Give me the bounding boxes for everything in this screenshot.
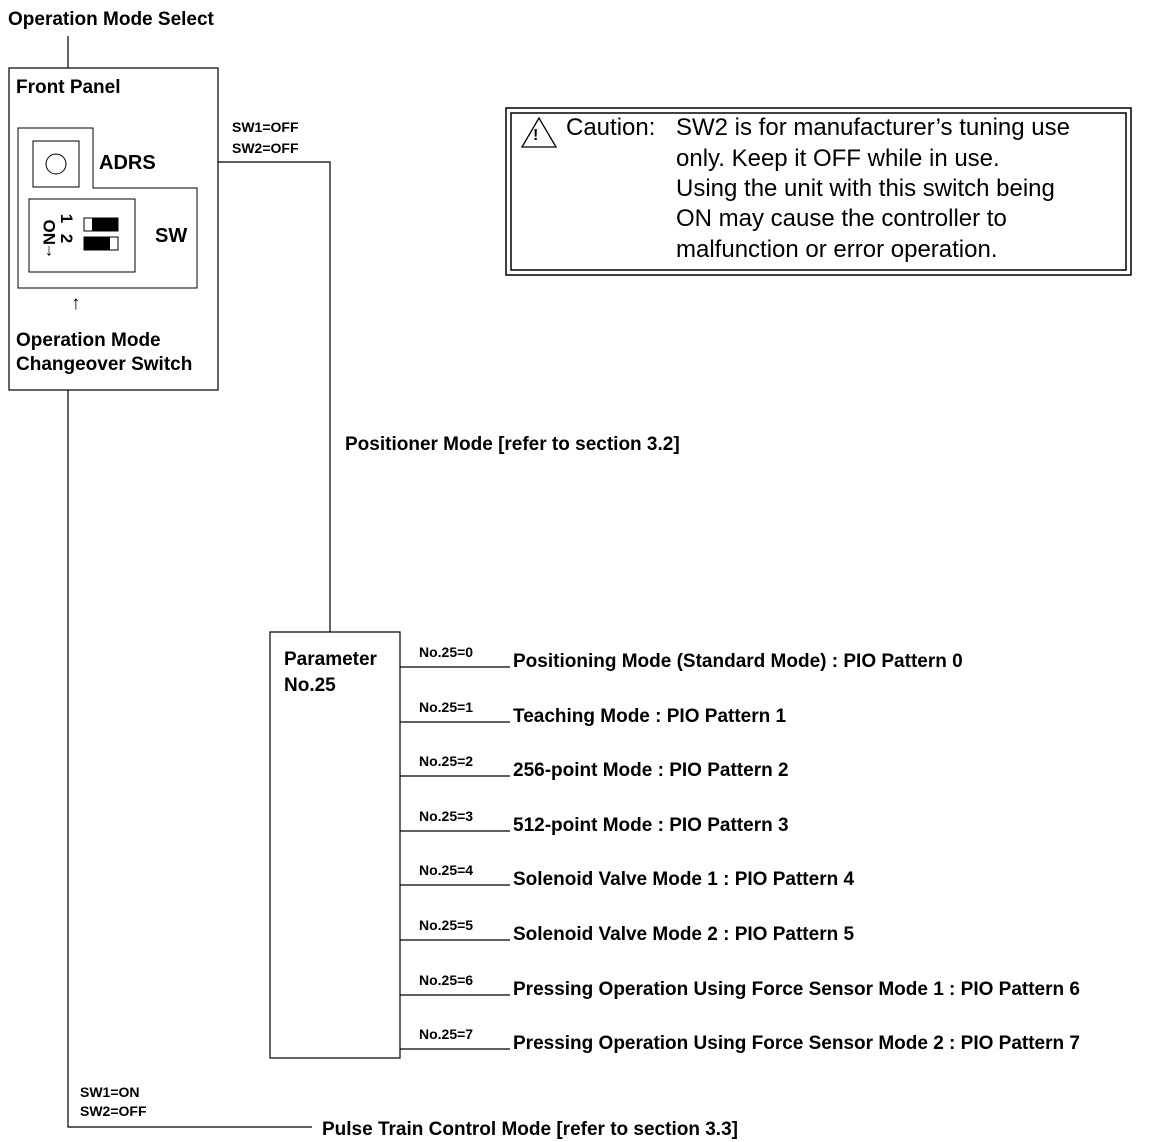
caution-line-3: Using the unit with this switch being	[676, 175, 1055, 202]
changeover-caption-line1: Operation Mode	[16, 330, 161, 351]
caution-box-inner	[510, 112, 1127, 271]
parameter-box-line2: No.25	[284, 675, 336, 696]
pulse-sw1-label: SW1=ON	[80, 1084, 140, 1100]
adrs-knob-frame	[32, 140, 80, 188]
pulse-sw2-label: SW2=OFF	[80, 1103, 147, 1119]
caution-line-1: SW2 is for manufacturer’s tuning use	[676, 114, 1070, 141]
positioner-sw1-label: SW1=OFF	[232, 119, 299, 135]
option-condition: No.25=2	[419, 753, 474, 769]
dip-switch-1-slider	[92, 218, 118, 231]
option-label: Pressing Operation Using Force Sensor Mo…	[513, 979, 1080, 1000]
option-condition: No.25=5	[419, 917, 474, 933]
dip-switch-frame	[28, 198, 136, 273]
option-label: Positioning Mode (Standard Mode) : PIO P…	[513, 651, 963, 672]
dip-digit-1: 1	[57, 213, 77, 224]
dip-switch-markings: ON↓ 1 2	[38, 208, 98, 264]
option-label: 512-point Mode : PIO Pattern 3	[513, 815, 789, 836]
front-panel-title: Front Panel	[16, 77, 121, 98]
positioner-sw2-label: SW2=OFF	[232, 140, 299, 156]
option-condition: No.25=7	[419, 1026, 474, 1042]
option-label: 256-point Mode : PIO Pattern 2	[513, 760, 789, 781]
changeover-caption-line2: Changeover Switch	[16, 354, 193, 375]
caution-line-5: malfunction or error operation.	[676, 236, 998, 263]
caution-label: Caution:	[566, 114, 656, 141]
option-condition: No.25=4	[419, 862, 474, 878]
warning-exclamation-icon: !	[533, 127, 539, 144]
pulse-train-connector	[67, 390, 312, 1128]
option-condition: No.25=6	[419, 972, 474, 988]
option-label: Solenoid Valve Mode 2 : PIO Pattern 5	[513, 924, 855, 945]
option-condition: No.25=0	[419, 644, 474, 660]
positioner-mode-label: Positioner Mode [refer to section 3.2]	[345, 434, 680, 455]
option-label: Teaching Mode : PIO Pattern 1	[513, 706, 787, 727]
front-panel-box	[8, 67, 219, 391]
dip-digit-2: 2	[57, 233, 77, 244]
page-title: Operation Mode Select	[8, 9, 214, 30]
warning-triangle-icon	[520, 116, 558, 148]
adrs-knob-icon	[45, 153, 67, 175]
switch-panel-outline	[17, 127, 198, 289]
caution-line-4: ON may cause the controller to	[676, 205, 1007, 232]
option-connectors	[400, 666, 510, 1050]
dip-switch-2-slider	[84, 237, 110, 250]
pulse-mode-label: Pulse Train Control Mode [refer to secti…	[322, 1119, 738, 1140]
caution-line-2: only. Keep it OFF while in use.	[676, 145, 1000, 172]
parameter-box	[269, 631, 401, 1059]
parameter-box-line1: Parameter	[284, 649, 377, 670]
up-arrow-icon: ↑	[71, 293, 81, 314]
caution-box-outer	[505, 107, 1132, 276]
sw-label: SW	[155, 225, 188, 247]
option-label: Pressing Operation Using Force Sensor Mo…	[513, 1033, 1080, 1054]
option-condition: No.25=3	[419, 808, 474, 824]
adrs-label: ADRS	[99, 152, 156, 174]
option-condition: No.25=1	[419, 699, 474, 715]
option-label: Solenoid Valve Mode 1 : PIO Pattern 4	[513, 869, 855, 890]
dip-on-arrow: ↓	[44, 239, 54, 259]
positioner-connector	[218, 161, 331, 632]
